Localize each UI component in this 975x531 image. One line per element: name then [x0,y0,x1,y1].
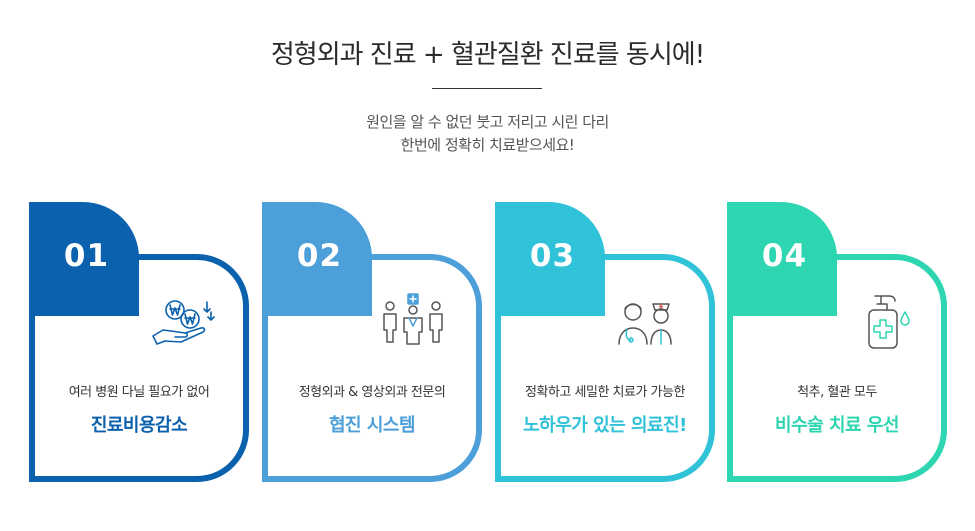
feature-card-4: 04 척추, 혈관 모두 비수술 치료 우선 [727,202,947,482]
feature-card-2: 02 정형외과 & 영상외과 전문의 협진 시스템 [262,202,482,482]
feature-card-1: 01 여러 병원 다닐 필요가 없어 진료비용감소 [29,202,249,482]
medical-team-icon [383,293,443,345]
card-number: 02 [296,238,343,274]
card-number-tab [495,202,605,316]
card-number-tab [262,202,372,316]
card-number-tab [727,202,837,316]
card-description: 여러 병원 다닐 필요가 없어 [68,385,210,400]
doctor-nurse-icon [618,303,672,345]
page-title: 정형외과 진료 + 혈관질환 진료를 동시에! [270,40,705,70]
page-subtitle: 원인을 알 수 없던 붓고 저리고 시린 다리 한번에 정확히 치료받으세요! [0,111,975,157]
money-hand-icon [152,300,215,345]
card-description: 정형외과 & 영상외과 전문의 [298,385,446,400]
card-highlight: 노하우가 있는 의료진! [523,415,687,436]
subtitle-line-2: 한번에 정확히 치료받으세요! [400,136,575,154]
card-number: 01 [63,238,110,274]
card-highlight: 협진 시스템 [328,415,416,436]
feature-card-3: 03 정확하고 세밀한 치료가 가능한 노하우가 있는 의료진! [495,202,715,482]
card-description: 정확하고 세밀한 치료가 가능한 [525,385,685,400]
card-highlight: 진료비용감소 [90,415,188,436]
title-divider [432,88,542,89]
card-number: 04 [761,238,808,274]
card-description: 척추, 혈관 모두 [797,385,877,400]
card-number: 03 [529,238,576,274]
subtitle-line-1: 원인을 알 수 없던 붓고 저리고 시린 다리 [366,113,609,131]
sanitizer-icon [868,295,910,349]
card-number-tab [29,202,139,316]
card-highlight: 비수술 치료 우선 [775,415,899,436]
